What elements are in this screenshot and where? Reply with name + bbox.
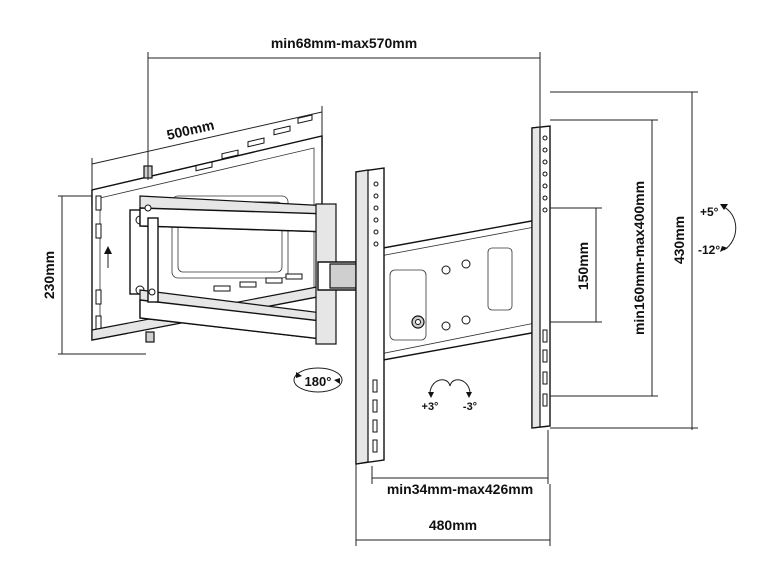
arm-extension-label: min68mm-max570mm [271, 35, 417, 51]
bracket-height-label: 430mm [671, 216, 687, 264]
left-vertical-rail [355, 167, 385, 465]
swivel-indicator [293, 367, 343, 393]
wall-plate-height-label: 230mm [41, 251, 57, 299]
level-minus-label: -3° [463, 401, 477, 413]
up-arrow-icon [104, 246, 112, 268]
vesa-vertical-label: min160mm-max400mm [631, 181, 647, 335]
right-vertical-rail [531, 125, 551, 429]
articulating-arm [129, 195, 363, 345]
tilt-indicator [720, 204, 737, 252]
bracket-width-label: 480mm [429, 517, 477, 533]
wall-plate-slots-top [195, 114, 313, 172]
dimension-lines [58, 52, 698, 546]
tv-bracket [355, 125, 551, 465]
inner-height-label: 150mm [575, 242, 591, 290]
tilt-down-label: -12° [698, 243, 720, 257]
level-plus-label: +3° [422, 401, 439, 413]
vesa-horizontal-label: min34mm-max426mm [387, 481, 533, 497]
level-indicator [428, 379, 472, 398]
wall-plate-width-label: 500mm [165, 116, 216, 142]
tilt-up-label: +5° [700, 205, 719, 219]
swivel-label: 180° [305, 374, 332, 389]
